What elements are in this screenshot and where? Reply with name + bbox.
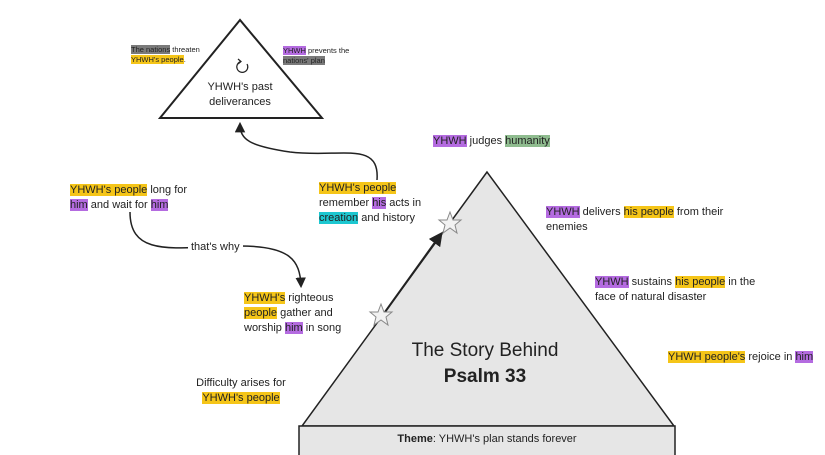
note-sustains: YHWH sustains his people in the face of …	[595, 275, 765, 305]
note-part: YHWH	[283, 46, 306, 55]
note-rejoice: YHWH people's rejoice in him	[668, 350, 818, 365]
past-deliverances-label: YHWH's past deliverances	[207, 81, 273, 108]
note-part: people	[244, 307, 278, 319]
note-part: long for	[147, 184, 188, 196]
note-part: his people	[675, 276, 726, 288]
note-part: him	[70, 199, 88, 211]
note-part: YHWH	[433, 135, 467, 147]
note-part: in song	[302, 322, 342, 334]
note-part: him	[150, 199, 169, 211]
note-part: threaten	[170, 45, 200, 54]
note-part: judges	[466, 135, 506, 147]
note-long-for: YHWH's people long for him and wait for …	[70, 183, 190, 213]
note-part: in the face of natural disaster	[595, 276, 756, 303]
note-part: .	[183, 55, 186, 64]
note-part: YHWH's people	[70, 184, 148, 196]
note-righteous: YHWH's righteous people gather and worsh…	[244, 291, 354, 336]
note-part: acts in	[386, 197, 422, 209]
note-part: YHWH	[595, 276, 629, 288]
curve-to-past	[234, 121, 378, 181]
note-part: prevents the	[305, 46, 350, 55]
note-part: his people	[623, 206, 674, 218]
note-nations-threaten: The nations threaten YHWH's people.	[131, 45, 221, 65]
title-line-1: The Story Behind	[411, 340, 559, 361]
note-part: nations' plan	[283, 56, 325, 65]
note-part: remember	[319, 197, 373, 209]
diagram-title: The Story Behind Psalm 33	[380, 340, 590, 388]
note-part: gather and worship	[244, 307, 333, 334]
note-part: YHWH people's	[668, 351, 746, 363]
theme-base	[298, 425, 676, 455]
note-part: humanity	[505, 135, 550, 147]
past-deliverances-triangle	[157, 18, 325, 119]
note-part: and history	[358, 212, 416, 224]
note-part: righteous	[285, 292, 334, 304]
title-line-2: Psalm 33	[443, 366, 527, 387]
note-part: from their enemies	[546, 206, 724, 233]
theme-key: Theme	[397, 433, 433, 445]
note-part: him	[284, 322, 303, 334]
star-icon	[437, 210, 463, 235]
note-part: YHWH	[546, 206, 580, 218]
refresh-icon	[236, 58, 249, 73]
theme-text: : YHWH's plan stands forever	[432, 433, 577, 445]
note-part: him	[795, 351, 814, 363]
note-part: The nations	[131, 45, 171, 54]
theme-label: Theme: YHWH's plan stands forever	[300, 433, 674, 445]
note-part: his	[372, 197, 387, 209]
note-delivers: YHWH delivers his people from their enem…	[546, 205, 731, 235]
note-part: delivers	[579, 206, 624, 218]
note-part: YHWH's	[244, 292, 286, 304]
note-remember: YHWH's people remember his acts in creat…	[319, 181, 429, 226]
note-part: creation	[319, 212, 359, 224]
star-icon	[368, 302, 394, 327]
note-prevents-plan: YHWH prevents the nations' plan	[283, 46, 358, 66]
note-part: YHWH's people	[319, 182, 397, 194]
note-part: and wait for	[87, 199, 151, 211]
note-part: Difficulty arises for	[196, 377, 286, 389]
note-difficulty: Difficulty arises for YHWH's people	[186, 376, 296, 406]
note-part: sustains	[628, 276, 676, 288]
note-part: YHWH's people	[202, 392, 280, 404]
note-part: YHWH's people	[131, 55, 184, 64]
note-judges: YHWH judges humanity	[433, 134, 593, 149]
thats-why-label: that's why	[188, 241, 243, 253]
rising-arrow	[384, 231, 443, 313]
note-part: rejoice in	[745, 351, 796, 363]
